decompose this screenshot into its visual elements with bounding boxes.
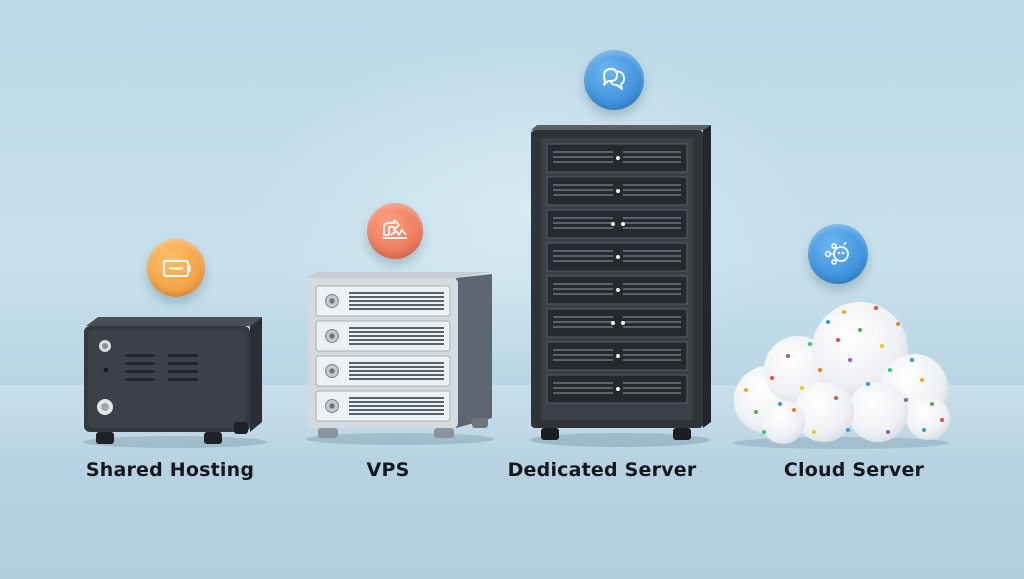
dedicated-server-rack: [530, 125, 711, 447]
shared-hosting-label: Shared Hosting: [85, 459, 255, 481]
shared-hosting-badge: [147, 239, 205, 297]
cloud-server-badge: [808, 224, 868, 284]
cloud-dots: [744, 306, 944, 434]
cloud-network-icon: [824, 241, 849, 265]
cloud-server: [733, 302, 950, 449]
chat-bubbles-icon: [603, 68, 626, 90]
shared-hosting-server: [83, 317, 267, 448]
cloud-puffs: [734, 302, 950, 444]
vps-label: VPS: [366, 459, 410, 481]
dedicated-server-label: Dedicated Server: [507, 459, 697, 481]
cloud-server-label: Cloud Server: [783, 459, 925, 481]
battery-icon: [163, 260, 191, 277]
rack-units: [546, 143, 688, 404]
dedicated-server-badge: [584, 50, 644, 110]
network-icon: [383, 219, 407, 239]
vps-badge: [367, 203, 423, 259]
vps-server: [306, 272, 494, 445]
